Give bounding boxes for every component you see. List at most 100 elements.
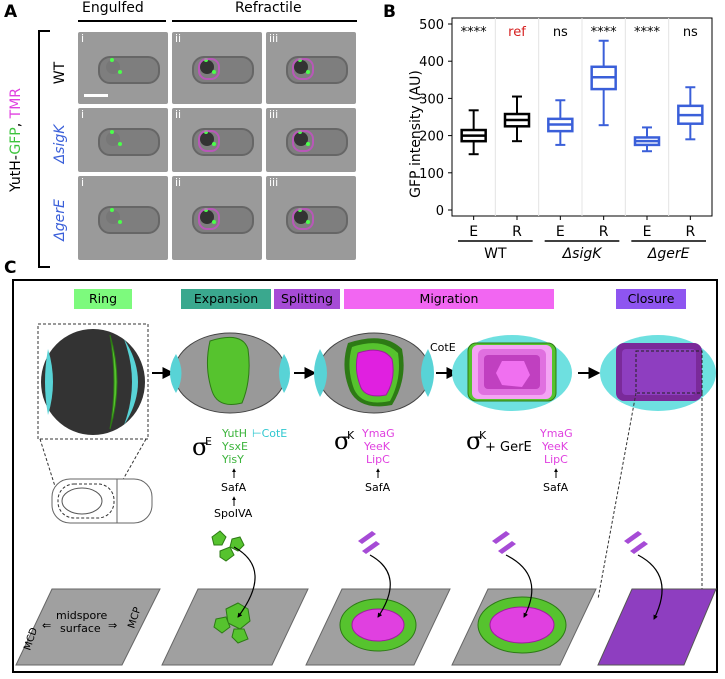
sigma-k-gere-regulon: σ K + GerE YmaG YeeK LipC SafA — [466, 427, 573, 494]
significance-label: **** — [634, 25, 661, 40]
y-tick-label: 300 — [419, 92, 444, 107]
box-WT-R — [503, 95, 531, 143]
col-header-engulfed: Engulfed — [82, 0, 144, 16]
x-tick-label: E — [643, 224, 652, 240]
gene-lipc-g: LipC — [544, 453, 568, 466]
surface-label-1: midspore — [56, 609, 107, 622]
y-tick-label: 200 — [419, 130, 444, 145]
mother-cell-icon — [51, 478, 153, 524]
sigma-e-symbol: σ — [192, 433, 208, 461]
row-label-sigk: ΔsigK — [52, 124, 68, 164]
box-ΔgerE-E — [633, 126, 661, 153]
spore-closure-stage — [600, 335, 716, 411]
y-tick-label: 500 — [419, 18, 444, 33]
x-tick-label: R — [685, 224, 695, 240]
surface-plane-1: midspore surface ⇐ ⇒ MCD MCP — [15, 588, 161, 666]
surface-label-2: surface — [60, 622, 101, 635]
cell-body — [98, 128, 160, 156]
significance-label: ns — [683, 25, 698, 40]
gene-ymag-k: YmaG — [361, 427, 395, 440]
scale-bar — [84, 94, 108, 97]
safa-g: SafA — [543, 481, 569, 494]
row-bracket — [38, 30, 50, 268]
spore-ring-stage — [37, 323, 149, 440]
sigma-e-regulon: σ E YutH ⊢CotE YsxE YisY SafA SpoIVA — [192, 427, 287, 520]
surface-plane-4 — [451, 531, 597, 666]
gene-yeek-k: YeeK — [363, 440, 391, 453]
tile-index: iii — [269, 108, 279, 121]
tmr-ring — [198, 130, 220, 152]
tile-index: iii — [269, 176, 279, 189]
x-tick-label: E — [556, 224, 565, 240]
side-label-gfp: GFP — [8, 127, 24, 155]
micrograph-tile: iii — [266, 108, 356, 172]
tmr-ring — [198, 58, 220, 80]
micrograph-tile: iii — [266, 32, 356, 104]
col-rule-engulfed — [78, 20, 166, 22]
tmr-ring — [292, 208, 314, 230]
sigma-e-sup: E — [205, 435, 212, 448]
x-tick-label: R — [599, 224, 609, 240]
gene-ymag-g: YmaG — [539, 427, 573, 440]
tile-index: ii — [175, 108, 182, 121]
sigma-kg-symbol: σ — [466, 427, 482, 455]
micrograph-tile: ii — [172, 176, 262, 260]
row-label-gere: ΔgerE — [52, 199, 68, 241]
tile-index: i — [81, 108, 85, 121]
col-rule-refractile — [172, 20, 357, 22]
box-ΔgerE-R — [677, 86, 704, 141]
group-label: ΔsigK — [562, 246, 604, 262]
significance-label: ref — [508, 25, 526, 40]
spore-body — [106, 60, 120, 74]
sigma-k-symbol: σ — [334, 427, 350, 455]
micrograph-tile: i — [78, 108, 168, 172]
x-tick-label: E — [469, 224, 478, 240]
cote-inhibit: ⊢CotE — [252, 427, 287, 440]
side-label-prefix: YutH- — [8, 154, 24, 193]
spore-expansion-stage — [170, 332, 290, 414]
tile-index: iii — [269, 32, 279, 45]
arrow-left-glyph: ⇐ — [42, 619, 51, 632]
significance-label: **** — [591, 25, 618, 40]
y-tick-label: 400 — [419, 55, 444, 70]
tile-index: ii — [175, 176, 182, 189]
gfp-dot — [110, 208, 114, 212]
model-diagram: CotE σ E YutH ⊢CotE YsxE YisY SafA SpoIV… — [15, 323, 717, 666]
spore-splitting-stage — [314, 332, 434, 414]
box-WT-E — [460, 109, 487, 156]
sigma-kg-sup: K — [479, 429, 487, 442]
significance-label: **** — [461, 25, 488, 40]
spoiva: SpoIVA — [214, 507, 253, 520]
tmr-ring — [292, 58, 314, 80]
significance-label: ns — [553, 25, 568, 40]
group-label: ΔgerE — [647, 246, 690, 262]
x-tick-label: R — [512, 224, 522, 240]
surface-plane-3 — [305, 531, 451, 666]
micrograph-tile: ii — [172, 108, 262, 172]
significance-labels: **** ref ns **** **** ns — [461, 25, 698, 40]
y-tick-label: 100 — [419, 167, 444, 182]
stage-ring: Ring — [74, 289, 132, 309]
cote-label: CotE — [430, 341, 456, 354]
row-label-wt: WT — [52, 61, 68, 85]
stage-splitting: Splitting — [274, 289, 340, 309]
group-labels: WT ΔsigK ΔgerE — [458, 240, 706, 262]
gfp-dot — [110, 58, 114, 62]
gfp-dot — [118, 220, 122, 224]
gfp-dot — [118, 70, 122, 74]
sigma-k-regulon: σ K YmaG YeeK LipC SafA — [334, 427, 395, 494]
box-ΔsigK-E — [547, 99, 574, 146]
surface-plane-2 — [161, 530, 309, 666]
sigma-k-sup: K — [347, 429, 355, 442]
col-header-refractile: Refractile — [235, 0, 302, 16]
stage-closure: Closure — [616, 289, 686, 309]
safa-e: SafA — [221, 481, 247, 494]
gfp-dot — [110, 130, 114, 134]
panel-c-letter: C — [4, 258, 17, 278]
gene-yuth: YutH — [221, 427, 247, 440]
group-label: WT — [484, 246, 507, 262]
tile-index: i — [81, 32, 85, 45]
